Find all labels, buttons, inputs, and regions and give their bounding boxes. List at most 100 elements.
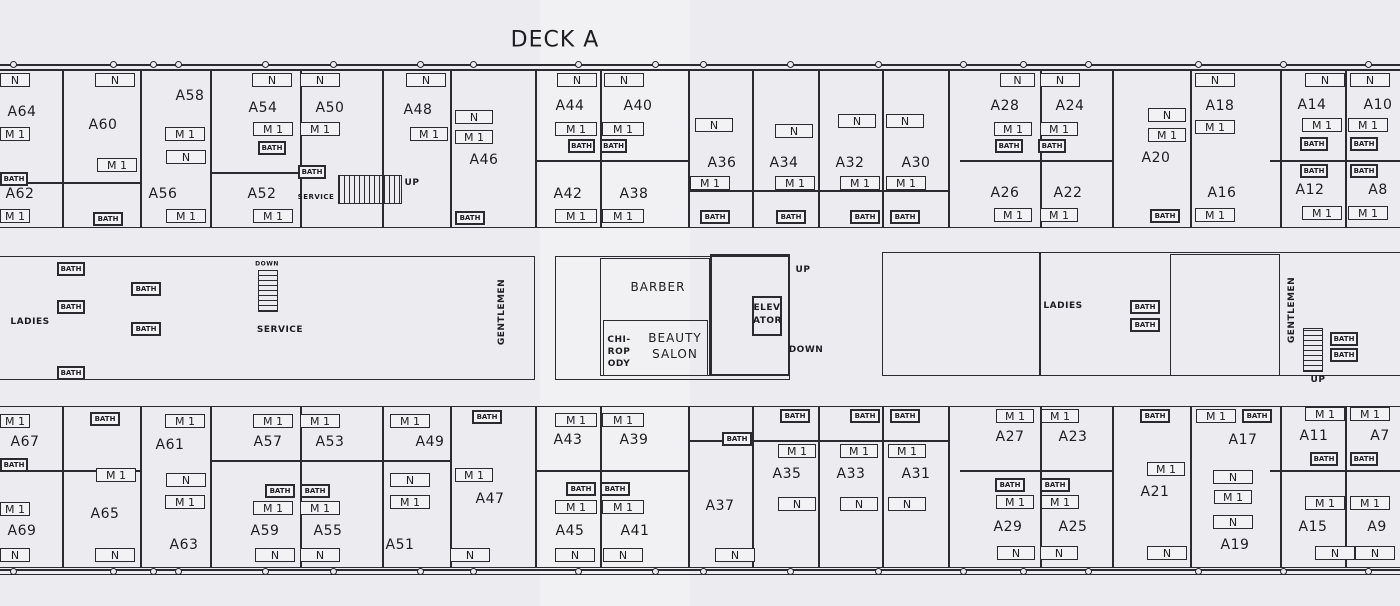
lower-berth-box: M 1 (1305, 496, 1345, 510)
cabin-label: A25 (1058, 519, 1088, 535)
stairs-up[interactable] (338, 175, 402, 204)
cabin-label: A40 (623, 98, 653, 114)
cabin-label: A52 (247, 186, 277, 202)
upper-berth-box: N (390, 473, 430, 487)
lower-berth-box: M 1 (1348, 206, 1388, 220)
bath-box: BATH (780, 409, 810, 423)
bath-box: BATH (93, 212, 123, 226)
cabin-label: A20 (1141, 150, 1171, 166)
cabin-label: A9 (1367, 519, 1387, 535)
cabin-wall (140, 70, 142, 228)
cabin-label: A39 (619, 432, 649, 448)
cabin-label: A64 (7, 104, 37, 120)
lower-berth-box: M 1 (1302, 118, 1342, 132)
porthole-icon (150, 568, 157, 575)
upper-berth-box: N (1350, 73, 1390, 87)
lower-berth-box: M 1 (1302, 206, 1342, 220)
porthole-icon (262, 61, 269, 68)
lower-berth-box: M 1 (886, 176, 926, 190)
lower-berth-box: M 1 (1040, 122, 1078, 136)
cabin-label: A16 (1207, 185, 1237, 201)
bath-box: BATH (298, 165, 326, 179)
upper-berth-box: N (715, 548, 755, 562)
cabin-label: A21 (1140, 484, 1170, 500)
bath-box: BATH (568, 139, 595, 153)
lower-berth-box: M 1 (994, 122, 1032, 136)
lower-berth-box: M 1 (0, 414, 30, 428)
bath-box: BATH (890, 409, 920, 423)
bath-box: BATH (776, 210, 806, 224)
cabin-label: A18 (1205, 98, 1235, 114)
porthole-icon (1365, 61, 1372, 68)
bath-box: BATH (258, 141, 286, 155)
cabin-wall (535, 470, 688, 472)
cabin-wall (1112, 70, 1114, 228)
bath-box: BATH (1040, 478, 1070, 492)
bath-box: BATH (0, 458, 28, 472)
upper-berth-box: N (1000, 73, 1035, 87)
room-right (1170, 254, 1280, 376)
lower-berth-box: M 1 (775, 176, 815, 190)
cabin-label: A30 (901, 155, 931, 171)
upper-berth-box: N (838, 114, 876, 128)
lower-berth-box: M 1 (455, 130, 493, 144)
cabin-wall (688, 70, 690, 228)
bath-box: BATH (566, 482, 596, 496)
cabin-wall (535, 70, 537, 228)
upper-berth-box: N (450, 548, 490, 562)
porthole-icon (1280, 568, 1287, 575)
cabin-label: A7 (1370, 428, 1390, 444)
cabin-wall (140, 406, 142, 568)
up-label: UP (404, 178, 420, 188)
upper-berth-box: N (95, 548, 135, 562)
upper-berth-box: N (840, 497, 878, 511)
porthole-icon (110, 568, 117, 575)
cabin-label: A10 (1363, 97, 1393, 113)
porthole-icon (1085, 568, 1092, 575)
center-block-left (0, 256, 535, 380)
upper-berth-box: N (252, 73, 292, 87)
upper-berth-box: N (1305, 73, 1345, 87)
porthole-icon (1020, 568, 1027, 575)
beauty-salon-room (603, 320, 708, 376)
cabin-wall (1190, 406, 1192, 568)
cabin-label: A24 (1055, 98, 1085, 114)
porthole-icon (960, 61, 967, 68)
cabin-label: A54 (248, 100, 278, 116)
stairs-service[interactable] (258, 270, 278, 312)
cabin-wall (1112, 406, 1114, 568)
bath-box: BATH (455, 211, 485, 225)
up-label: UP (1310, 375, 1326, 385)
cabin-label: A37 (705, 498, 735, 514)
cabin-label: A50 (315, 100, 345, 116)
bath-box: BATH (1130, 300, 1160, 314)
bath-box: BATH (57, 300, 85, 314)
bath-box: BATH (300, 484, 330, 498)
top-cabin-block (0, 70, 1400, 228)
bath-box: BATH (57, 366, 85, 380)
upper-berth-box: N (775, 124, 813, 138)
upper-berth-box: N (1040, 73, 1080, 87)
lower-berth-box: M 1 (840, 444, 878, 458)
lower-berth-box: M 1 (840, 176, 880, 190)
elevator-shaft (710, 254, 790, 376)
elevator-label[interactable]: ELEV ATOR (753, 303, 782, 326)
cabin-wall (1345, 70, 1347, 228)
bath-box: BATH (722, 432, 752, 446)
cabin-wall (382, 70, 384, 228)
cabin-wall (450, 406, 452, 568)
cabin-label: A51 (385, 537, 415, 553)
bath-box: BATH (131, 282, 161, 296)
porthole-icon (700, 568, 707, 575)
up-label: UP (795, 265, 811, 275)
cabin-wall (1280, 406, 1282, 568)
stairs-right[interactable] (1303, 328, 1323, 372)
upper-berth-box: N (555, 548, 595, 562)
cabin-wall (210, 172, 300, 174)
cabin-wall (0, 470, 140, 472)
cabin-wall (960, 470, 1112, 472)
cabin-wall (62, 70, 64, 228)
lower-berth-box: M 1 (888, 444, 926, 458)
cabin-label: A14 (1297, 97, 1327, 113)
lower-berth-box: M 1 (166, 209, 206, 223)
